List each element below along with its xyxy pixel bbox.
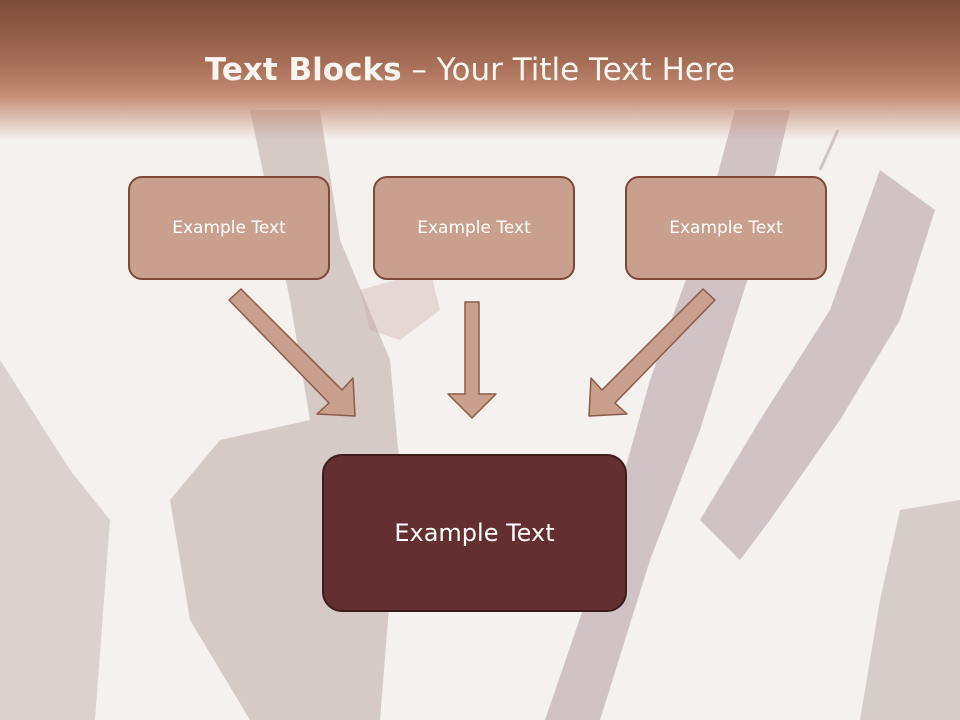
slide-title: Text Blocks – Your Title Text Here: [0, 52, 940, 88]
text-block-left: Example Text: [128, 176, 330, 280]
text-block-right-label: Example Text: [669, 218, 783, 238]
title-separator: –: [401, 52, 437, 88]
text-block-center: Example Text: [373, 176, 575, 280]
title-banner: [0, 0, 960, 140]
arrow-right: [588, 288, 716, 417]
title-bold: Text Blocks: [204, 52, 402, 88]
arrow-center: [447, 301, 497, 419]
text-block-center-label: Example Text: [417, 218, 531, 238]
title-rest: Your Title Text Here: [436, 52, 736, 88]
text-block-main: Example Text: [322, 454, 627, 612]
text-block-right: Example Text: [625, 176, 827, 280]
text-block-left-label: Example Text: [172, 218, 286, 238]
text-block-main-label: Example Text: [394, 519, 555, 547]
arrow-left: [228, 288, 356, 417]
